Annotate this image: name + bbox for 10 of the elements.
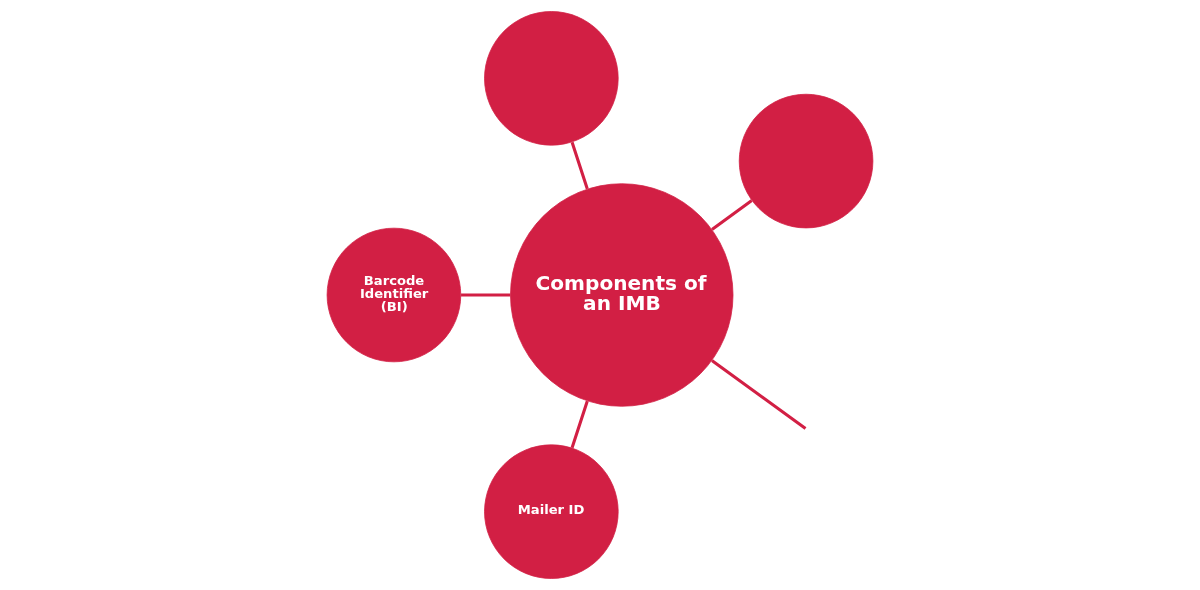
connector (570, 400, 589, 449)
node-circle: Mailer ID (484, 444, 619, 579)
connector (570, 141, 589, 190)
node-circle (738, 93, 874, 229)
node-circle (484, 11, 619, 146)
connector (711, 359, 807, 430)
connector (461, 293, 511, 297)
connector (711, 199, 753, 231)
node-circle: Barcode Identifier (BI) (326, 227, 462, 363)
node-circle: Components of an IMB (510, 183, 734, 407)
